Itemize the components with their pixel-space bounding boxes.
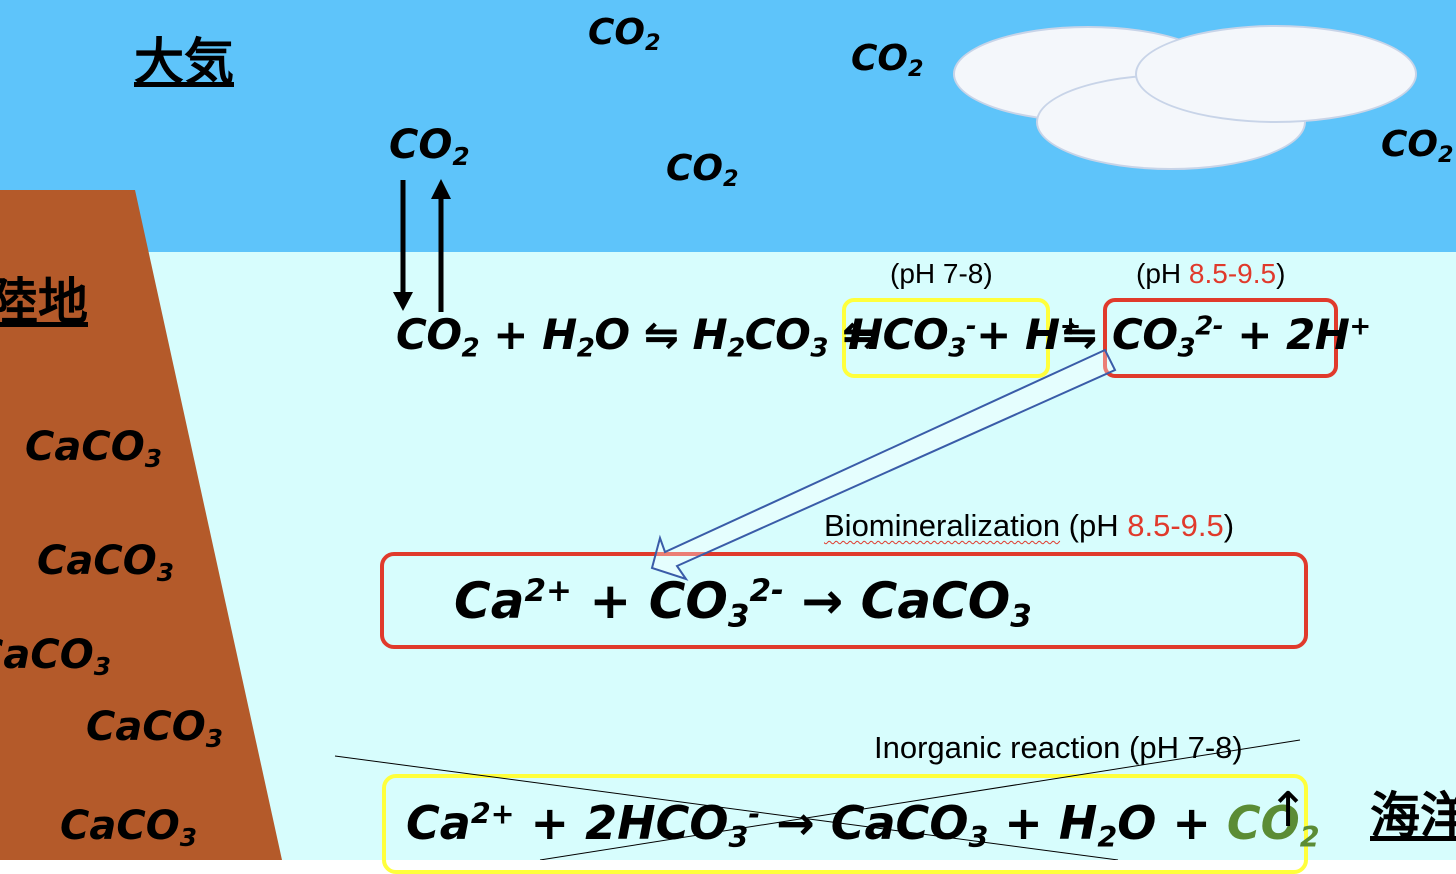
sky-co2: CO2 xyxy=(1381,124,1454,169)
land-caco3: CaCO3 xyxy=(0,632,111,681)
sky-co2: CO2 xyxy=(851,38,924,83)
land-caco3: CaCO3 xyxy=(37,538,174,587)
atmosphere-label: 大気 xyxy=(134,33,234,91)
bicarbonate-term: HCO3-+ H+ xyxy=(848,310,1081,364)
sky-co2: CO2 xyxy=(666,148,739,193)
up-arrow-icon xyxy=(431,179,451,312)
ph-note-co3: (pH 8.5-9.5) xyxy=(1136,258,1286,289)
land-caco3: CaCO3 xyxy=(86,704,223,753)
biomineralization-equation: Ca2+ + CO32- → CaCO3 xyxy=(454,572,1032,635)
land-caco3: CaCO3 xyxy=(25,424,162,473)
ph-note-hco3: (pH 7-8) xyxy=(890,258,993,289)
land-caco3: CaCO3 xyxy=(60,803,197,852)
hco3-highlight-box xyxy=(842,298,1050,378)
inorganic-equation: Ca2+ + 2HCO3- → CaCO3 + H2O + CO2 xyxy=(406,796,1320,854)
ocean-label: 海洋 xyxy=(1370,787,1456,845)
co3-highlight-box xyxy=(1103,298,1338,378)
sky-co2: CO2 xyxy=(389,122,470,171)
biomineralization-label: Biomineralization (pH 8.5-9.5) xyxy=(824,508,1235,543)
carbonate-term: CO32- + 2H+ xyxy=(1112,310,1371,364)
land-label: 陸地 xyxy=(0,273,88,331)
sky-co2: CO2 xyxy=(588,12,661,57)
gas-release-arrow-icon: ↑ xyxy=(1268,782,1309,838)
biomineralization-box xyxy=(380,552,1308,649)
equilibrium-arrow: ⇋ xyxy=(1062,310,1098,359)
carbonate-equilibrium: CO2 + H2O ⇋ H2CO3 ⇋ xyxy=(396,310,877,364)
down-arrow-icon xyxy=(393,180,413,311)
